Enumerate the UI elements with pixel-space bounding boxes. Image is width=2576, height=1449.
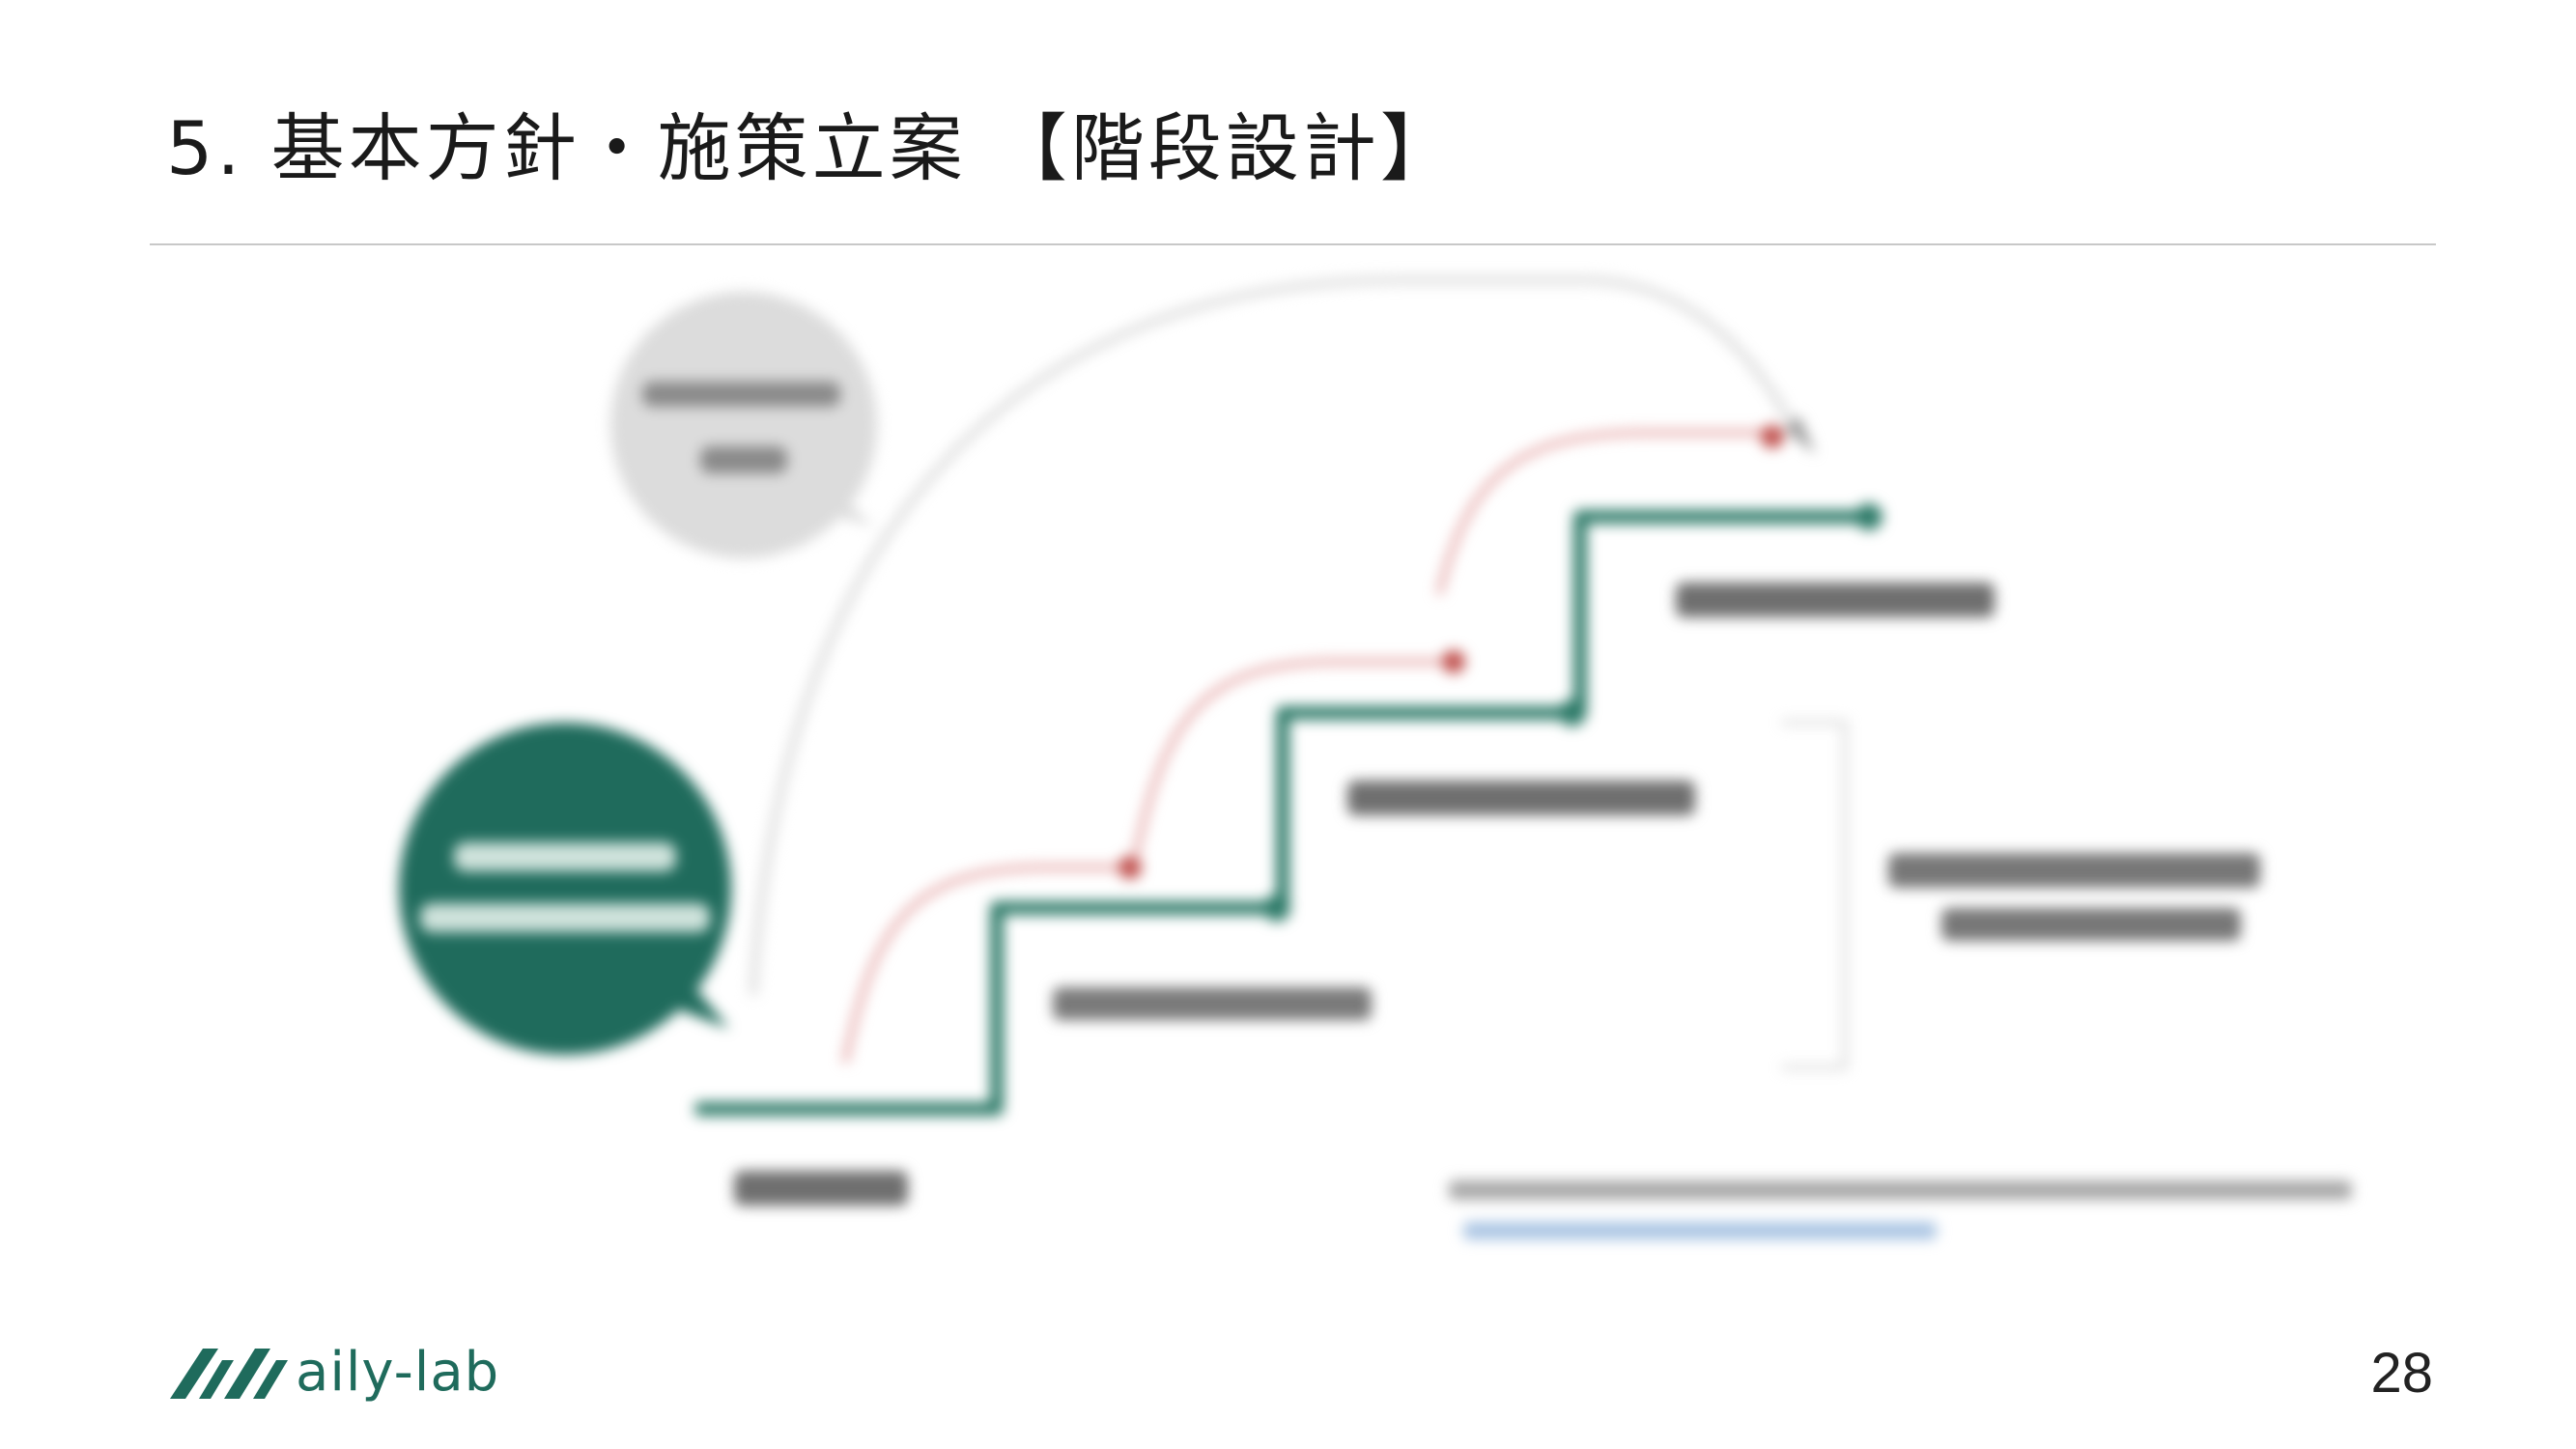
step-up-marker — [1761, 425, 1784, 448]
step-label-placeholder — [734, 1171, 908, 1206]
stair-node — [1263, 895, 1290, 922]
step-label-placeholder — [1676, 582, 1995, 617]
middle-cv-note-placeholder — [1941, 908, 2241, 941]
slide-title: 5. 基本方針・施策立案 【階段設計】 — [166, 105, 1458, 191]
stair-node — [1559, 699, 1586, 726]
high-hurdle-arrowhead — [1785, 415, 1816, 454]
step-label-placeholder — [1347, 781, 1695, 815]
stair-node — [1855, 503, 1882, 530]
company-logo: aily-lab — [166, 1338, 499, 1406]
middle-cv-note-placeholder — [1888, 853, 2260, 888]
title-divider — [150, 243, 2436, 245]
high-hurdle-bubble — [610, 292, 877, 558]
step-up-marker — [1442, 650, 1465, 673]
page-number: 28 — [2370, 1342, 2433, 1405]
logo-mark-icon — [170, 1349, 288, 1399]
middle-cv-bracket — [1782, 721, 1847, 1069]
logo-text: aily-lab — [296, 1340, 500, 1404]
step-up-marker — [1118, 856, 1142, 879]
source-note-placeholder — [1449, 1180, 2352, 1200]
green-staircase — [695, 510, 1874, 1116]
low-hurdle-bubble — [399, 723, 731, 1055]
step-up-curve — [842, 865, 1130, 1064]
step-up-curve — [1436, 430, 1772, 595]
step-up-curve — [1132, 659, 1454, 861]
source-link-placeholder — [1463, 1222, 1937, 1239]
high-hurdle-arc — [750, 276, 1800, 996]
step-label-placeholder — [1053, 987, 1372, 1020]
